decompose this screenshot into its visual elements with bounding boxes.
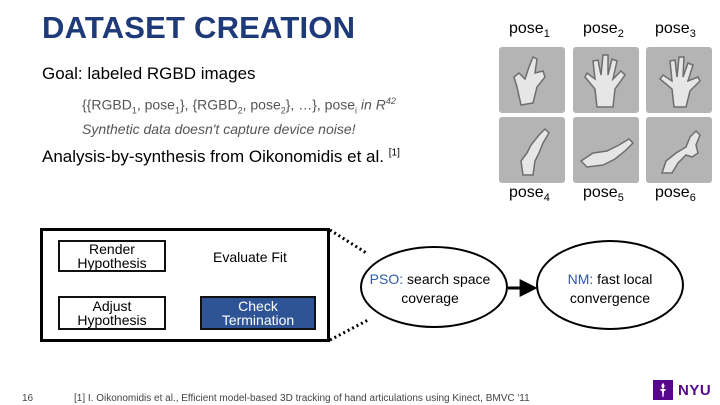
nyu-torch-icon xyxy=(653,380,673,400)
adjust-hypothesis-node: Adjust Hypothesis xyxy=(58,296,166,330)
zoom-line-top xyxy=(330,230,368,254)
evaluate-fit-node: Evaluate Fit xyxy=(213,249,287,265)
nyu-logo-text: NYU xyxy=(678,382,711,399)
check-termination-node: Check Termination xyxy=(200,296,316,330)
pso-text: PSO: search space coverage xyxy=(362,270,498,308)
nm-text: NM: fast local convergence xyxy=(540,270,680,308)
render-hypothesis-node: Render Hypothesis xyxy=(58,240,166,272)
zoom-line-bottom xyxy=(330,320,368,340)
footnote-reference: [1] I. Oikonomidis et al., Efficient mod… xyxy=(74,393,530,404)
page-number: 16 xyxy=(22,393,33,404)
